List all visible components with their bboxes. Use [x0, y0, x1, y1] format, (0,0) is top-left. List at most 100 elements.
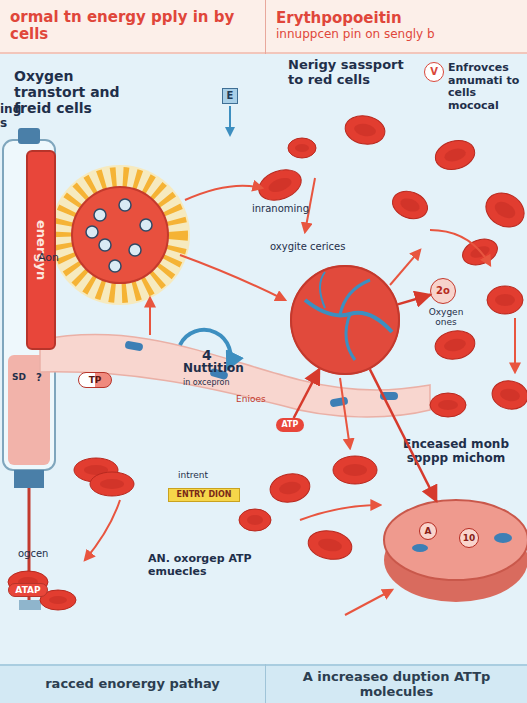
- section-label: Enfrovces amumati to cells mococal: [448, 62, 527, 113]
- note: ?: [36, 372, 48, 384]
- note: ogcen: [18, 548, 68, 560]
- cell-center: [492, 198, 518, 221]
- arrow: [229, 106, 231, 135]
- particle-circle: A: [419, 522, 437, 540]
- particle: [412, 544, 428, 552]
- note: Aon: [38, 252, 78, 265]
- arrow: [345, 590, 392, 615]
- cell-center: [353, 122, 377, 138]
- vessel-cell: oxygite cerices: [290, 265, 400, 375]
- cell-rim: [480, 186, 527, 234]
- red-blood-cell: [255, 164, 306, 205]
- capsule: [124, 340, 143, 351]
- node-text: oxygite cerices: [270, 241, 355, 253]
- base: [14, 470, 44, 488]
- node-text: energyn: [34, 220, 49, 280]
- cell-rim: [90, 472, 134, 496]
- red-blood-cell: [268, 471, 312, 506]
- organelle: [86, 226, 98, 238]
- stand: [19, 600, 41, 610]
- red-blood-cell: [288, 138, 316, 158]
- icon-circle: V: [424, 62, 444, 82]
- red-blood-cell: [90, 472, 134, 496]
- pill: TP: [78, 372, 112, 388]
- cell-center: [295, 144, 309, 152]
- red-blood-cell: [480, 186, 527, 234]
- note: Enioes: [236, 394, 286, 404]
- cell-rim: [487, 286, 523, 314]
- red-blood-cell: [430, 393, 466, 417]
- red-blood-cell: [343, 113, 387, 148]
- section-label: Nerigy sassport to red cells: [288, 58, 413, 88]
- red-blood-cell: [333, 456, 377, 484]
- cell-center: [343, 464, 367, 476]
- tag: ENTRY DION: [168, 488, 240, 502]
- particle-circle: 10: [459, 528, 479, 548]
- cell-rim: [239, 509, 271, 531]
- vessel: [346, 314, 355, 360]
- cell-rim: [306, 527, 354, 562]
- arrow: [300, 505, 380, 520]
- oxygen-circle: 2o: [430, 278, 456, 304]
- cell-rim: [268, 471, 312, 506]
- sun-rays: [62, 177, 178, 293]
- pill: ATP: [276, 418, 304, 432]
- glow: [50, 165, 190, 305]
- red-blood-cell: [487, 286, 523, 314]
- organelle: [94, 209, 106, 221]
- cell-center: [443, 146, 467, 163]
- cell-rim: [433, 328, 477, 363]
- red-blood-cell: [306, 527, 354, 562]
- cell-center: [317, 537, 343, 553]
- panel: [0, 54, 527, 664]
- node-text: V: [430, 66, 438, 78]
- red-blood-cell: [432, 136, 478, 173]
- node-text: A: [425, 526, 432, 536]
- node-text: 10: [463, 533, 476, 543]
- cell-rim: [432, 136, 478, 173]
- cell-center: [247, 515, 263, 525]
- organelle: [109, 260, 121, 272]
- energy-tube: energyn: [26, 150, 56, 350]
- cap: [18, 128, 40, 144]
- cell-center: [443, 337, 467, 353]
- node-text: ATP: [282, 420, 299, 429]
- note: SD: [12, 372, 32, 382]
- cell-center: [399, 196, 422, 214]
- culture-dish: Enceased monb spppp michomA10: [384, 500, 527, 580]
- arrow: [390, 250, 420, 285]
- arrow: [514, 318, 516, 372]
- flow-arrow: [398, 295, 431, 305]
- cell-rim: [343, 113, 387, 148]
- node-text: E: [227, 90, 234, 102]
- cell-center: [495, 294, 515, 306]
- node-text: ormal tn energy pply in by cells: [10, 9, 255, 44]
- cell-center: [438, 400, 458, 410]
- energy-cell: [72, 187, 168, 283]
- callout-number: 4: [202, 347, 218, 363]
- note: Oxygen ones: [420, 307, 472, 328]
- node-text: racced enorergy pathay: [45, 677, 220, 692]
- node-text: Enceased monb spppp michom: [389, 438, 523, 466]
- header-band: ormal tn energy pply in by cells: [0, 0, 265, 54]
- red-blood-cell: [490, 378, 527, 412]
- dish: [384, 500, 527, 580]
- red-blood-cell: [389, 187, 432, 224]
- flow-arrow: [294, 369, 320, 418]
- node-text: ATAP: [15, 585, 40, 595]
- cell-rim: [255, 164, 306, 205]
- pill: ATAP: [8, 583, 48, 597]
- cell-rim: [389, 187, 432, 224]
- cell-center: [267, 175, 294, 194]
- step-box: E: [222, 88, 238, 104]
- glass-cylinder: [3, 140, 55, 470]
- node-text: A increaseo duption ATTp molecules: [274, 670, 519, 700]
- vessel: [340, 280, 370, 315]
- cell-center: [100, 479, 124, 489]
- organelle: [119, 199, 131, 211]
- cell-center: [278, 480, 302, 496]
